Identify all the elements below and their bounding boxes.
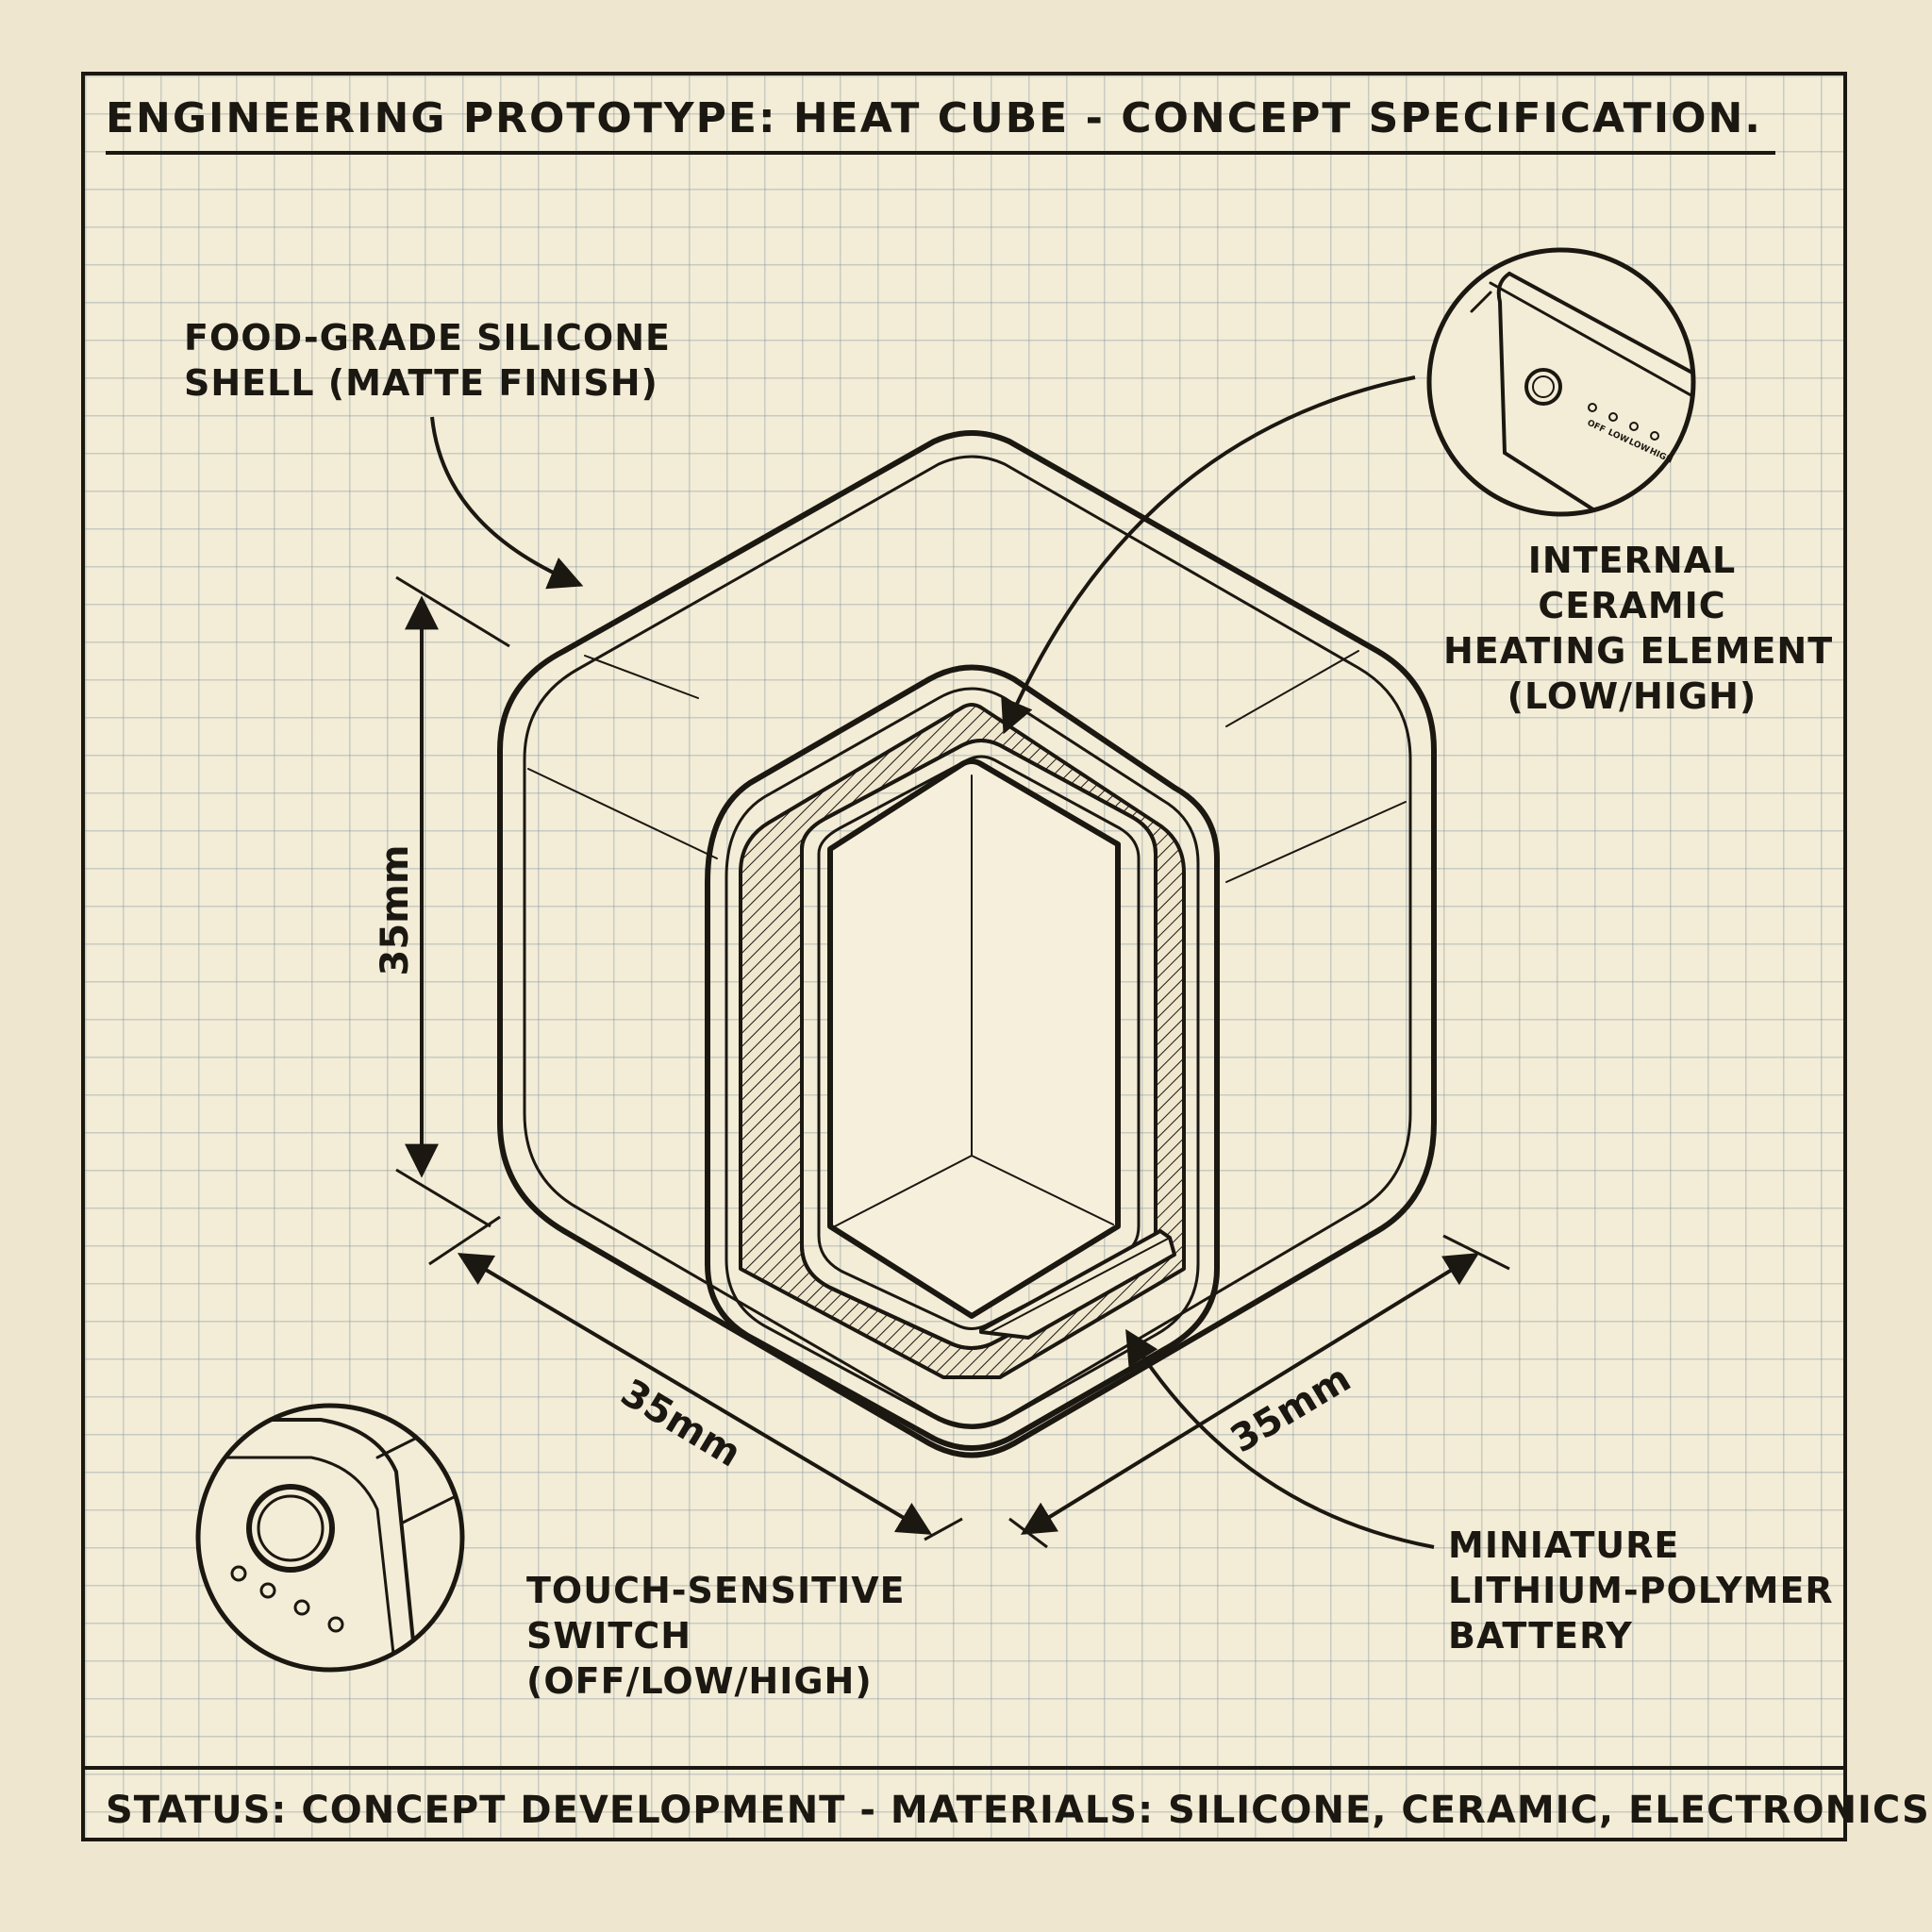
inner-cavity — [827, 758, 1121, 1319]
battery-leader — [1125, 1328, 1435, 1549]
heating-callout-line: (LOW/HIGH) — [1507, 675, 1757, 717]
cavity-floor-edge — [834, 1155, 973, 1227]
dim-right-arrow — [1020, 1253, 1480, 1535]
status-footer: STATUS: CONCEPT DEVELOPMENT - MATERIALS:… — [106, 1789, 1930, 1832]
battery-callout-line: LITHIUM-POLYMER — [1448, 1570, 1834, 1611]
shell-leader — [430, 416, 584, 590]
heating-callout-line: HEATING ELEMENT — [1443, 630, 1834, 672]
cavity-floor-edge — [971, 1155, 1114, 1225]
cube-inner-shell — [523, 455, 1412, 1427]
dim-left-arrow — [457, 1253, 933, 1535]
switch-detail-bottom — [195, 1403, 465, 1673]
switch-detail-top: OFF LOW LOW HIGH — [1426, 247, 1696, 517]
dim-height-extension — [395, 1168, 491, 1228]
heating-element-callout: INTERNAL CERAMIC HEATING ELEMENT (LOW/HI… — [1443, 538, 1834, 719]
switch-callout-line: SWITCH — [526, 1615, 692, 1657]
shell-callout: FOOD-GRADE SILICONE SHELL (MATTE FINISH) — [184, 315, 671, 406]
cube-edge — [527, 768, 718, 859]
cube-edge — [1225, 801, 1407, 883]
shell-callout-line: SHELL (MATTE FINISH) — [184, 362, 658, 404]
heating-leader — [1001, 375, 1416, 735]
dim-left-extension — [428, 1215, 501, 1266]
cube-outer-shell — [497, 430, 1437, 1458]
battery-callout: MINIATURE LITHIUM-POLYMER BATTERY — [1448, 1523, 1834, 1658]
switch-callout-line: (OFF/LOW/HIGH) — [526, 1660, 873, 1702]
dim-height-extension — [395, 575, 510, 648]
dim-left-extension — [924, 1517, 963, 1541]
dim-right-extension — [1442, 1234, 1510, 1271]
dim-right-label: 35mm — [1224, 1357, 1358, 1461]
switch-callout: TOUCH-SENSITIVE SWITCH (OFF/LOW/HIGH) — [526, 1568, 906, 1704]
page-title: ENGINEERING PROTOTYPE: HEAT CUBE - CONCE… — [106, 94, 1763, 142]
switch-callout-line: TOUCH-SENSITIVE — [526, 1570, 906, 1611]
battery-callout-line: MINIATURE — [1448, 1524, 1680, 1566]
heating-callout-line: INTERNAL — [1527, 540, 1737, 581]
title-underline — [106, 151, 1775, 155]
heating-callout-line: CERAMIC — [1538, 585, 1726, 626]
battery-callout-line: BATTERY — [1448, 1615, 1633, 1657]
footer-divider — [85, 1766, 1843, 1770]
cube-edge — [584, 655, 699, 699]
dim-height-label: 35mm — [374, 844, 417, 975]
shell-callout-line: FOOD-GRADE SILICONE — [184, 317, 671, 358]
cube-edge — [1225, 650, 1359, 727]
